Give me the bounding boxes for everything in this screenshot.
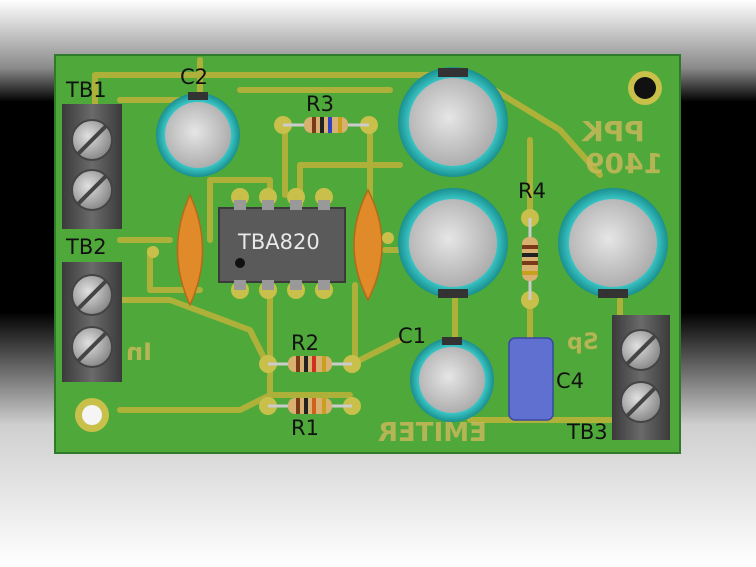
label-tb3: TB3 <box>567 420 608 444</box>
silk-speaker: Sp <box>567 330 599 355</box>
label-tb2: TB2 <box>66 235 107 259</box>
silk-emitter: EMITER <box>378 418 487 448</box>
vias <box>147 232 394 258</box>
resistor-r1 <box>259 397 361 415</box>
label-r4: R4 <box>518 179 546 203</box>
label-r3: R3 <box>306 92 334 116</box>
capacitor-c2 <box>156 92 240 177</box>
label-r1: R1 <box>291 416 319 440</box>
terminal-block-tb2 <box>62 262 122 382</box>
ceramic-capacitor-left <box>176 193 204 307</box>
silk-input: In <box>126 338 153 366</box>
silk-code: 1409 <box>585 147 663 180</box>
ic-tba820 <box>218 200 346 290</box>
ic-label: TBA820 <box>238 230 320 254</box>
film-capacitor-c4 <box>508 337 554 421</box>
resistor-r2 <box>259 355 361 373</box>
mounting-hole-bottom-left <box>75 398 109 432</box>
capacitor-right <box>558 188 668 298</box>
capacitor-top-center <box>398 67 508 177</box>
label-c4: C4 <box>556 369 585 393</box>
label-tb1: TB1 <box>66 78 107 102</box>
label-c2: C2 <box>180 65 209 89</box>
capacitor-c1 <box>410 337 494 422</box>
capacitor-middle <box>398 188 508 298</box>
mounting-hole-top-right <box>628 71 662 105</box>
silk-brand: PPK <box>582 115 645 148</box>
resistor-r3 <box>274 116 378 134</box>
label-r2: R2 <box>291 331 319 355</box>
terminal-block-tb3 <box>612 315 670 440</box>
terminal-block-tb1 <box>62 104 122 229</box>
ceramic-capacitor-right <box>353 188 383 302</box>
resistor-r4 <box>521 209 539 309</box>
label-c1: C1 <box>398 324 427 348</box>
